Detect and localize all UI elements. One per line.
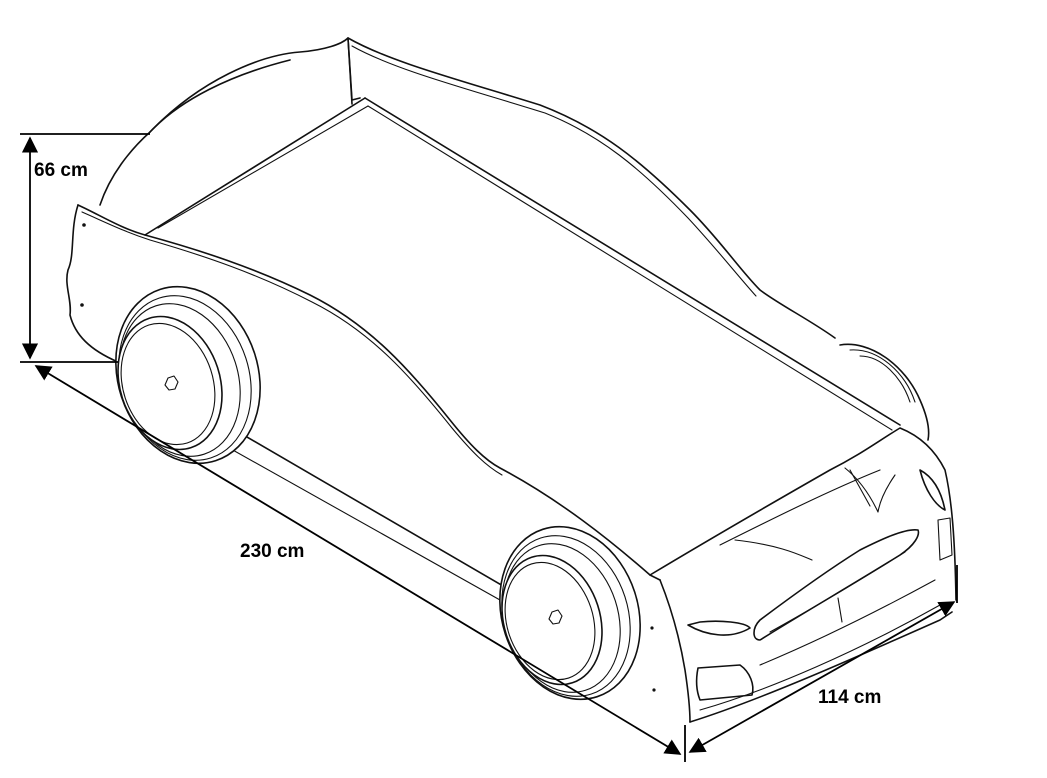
rear-panel-edge	[347, 37, 353, 105]
grille-outline	[753, 529, 920, 641]
hood-outline	[649, 427, 957, 601]
far-side-profile	[347, 37, 836, 339]
mattress-far-edge	[364, 97, 901, 426]
dimension-length: 230 cm	[34, 365, 682, 755]
length-label: 230 cm	[240, 541, 304, 562]
front-near-wheel	[499, 525, 641, 701]
length-arrow	[34, 365, 682, 755]
mattress-back-edge-inner	[157, 105, 369, 229]
dimension-width: 114 cm	[684, 565, 958, 762]
screw-dot	[80, 303, 84, 307]
width-arrow	[688, 601, 956, 753]
headlight-right	[919, 469, 946, 511]
screw-dot	[82, 223, 86, 227]
front-corner	[659, 579, 691, 723]
grille-center	[837, 597, 843, 623]
rear-far-wheel	[839, 343, 930, 441]
front-side-vent	[937, 517, 953, 561]
dimension-height: 66 cm	[20, 133, 150, 363]
near-side-left-edge	[66, 204, 119, 363]
lower-vent-left	[695, 664, 754, 701]
height-label: 66 cm	[34, 160, 88, 181]
hood-line-2	[734, 539, 813, 561]
screw-dot	[652, 688, 656, 692]
mattress-back-edge	[144, 97, 366, 236]
hood-line-1	[719, 469, 881, 546]
near-side-bottom-inner	[214, 439, 501, 601]
headlight-left	[687, 620, 751, 636]
hood-crease	[844, 467, 896, 513]
far-side-profile-inner	[351, 45, 757, 297]
rear-upright	[99, 131, 151, 206]
width-label: 114 cm	[818, 687, 881, 708]
rear-near-wheel	[115, 285, 261, 465]
mattress-far-edge-inner	[367, 105, 893, 431]
rear-panel	[149, 37, 361, 133]
screw-dot	[650, 626, 654, 630]
rear-panel-inner	[149, 59, 291, 133]
hood-crease-2	[849, 469, 871, 507]
